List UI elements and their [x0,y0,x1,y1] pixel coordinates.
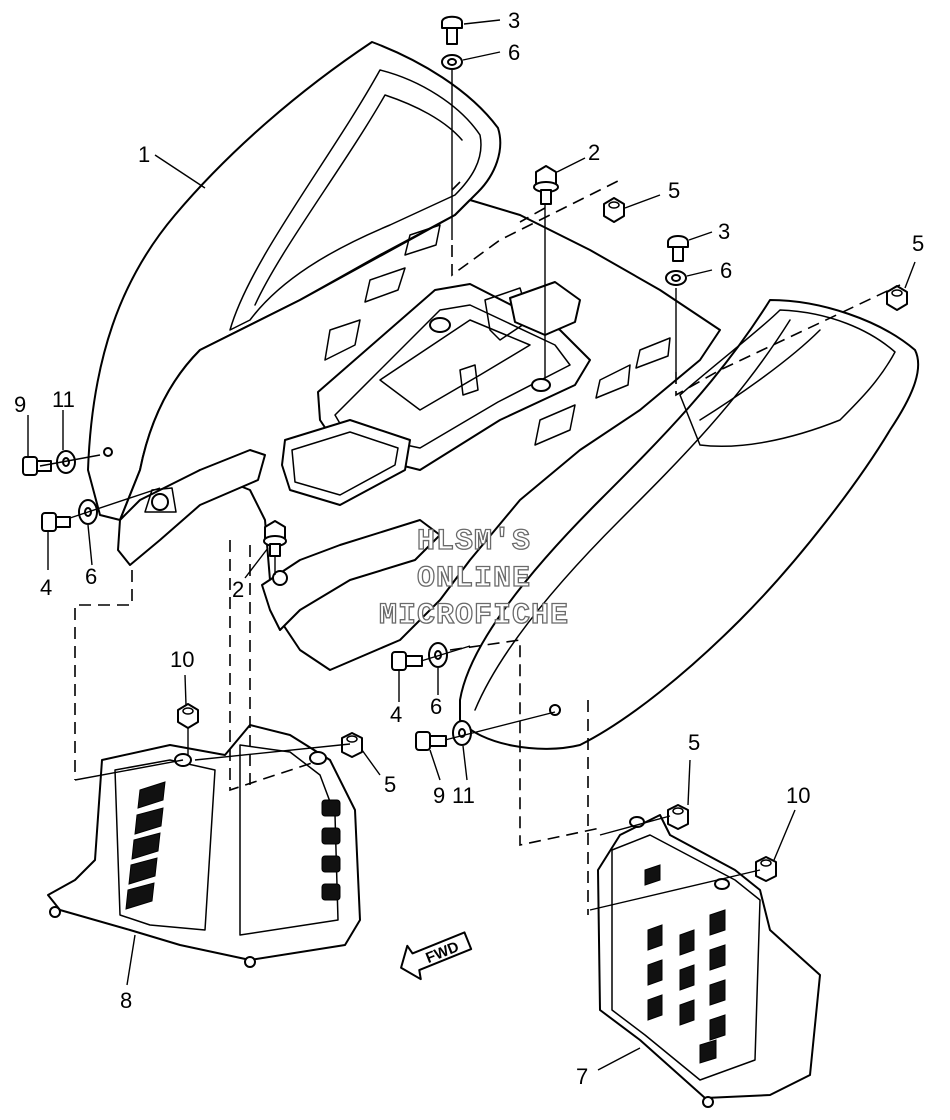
callout-washer-center: 6 [430,694,442,719]
leader-lines [27,19,916,1071]
callout-bolt-lower-left: 2 [232,577,244,602]
callout-screw-top-left: 3 [508,8,520,33]
callout-nut-left-flap: 5 [384,772,396,797]
callout-screw-center: 4 [390,702,402,727]
nut-top-right-icon [886,285,908,311]
callout-grommet-right: 10 [786,783,810,808]
nut-right-flap-icon [667,804,689,830]
callout-washer-left: 6 [85,564,97,589]
callout-washer-top-right: 6 [720,258,732,283]
screw-left-icon [41,512,71,532]
washer-center-low-icon [452,720,472,746]
nut-left-flap-icon [341,732,363,758]
callout-nut-right-flap: 5 [688,730,700,755]
left-mud-flap[interactable] [47,724,361,968]
assembly-lines [39,70,761,911]
watermark-line-2: ONLINE [417,562,531,596]
washer-far-left-icon [56,450,76,474]
callout-nut-top-right: 5 [912,231,924,256]
callout-washer-top-left: 6 [508,40,520,65]
callout-washer-center-low: 11 [452,783,475,808]
callout-screw-far-left: 9 [14,392,26,417]
watermark-line-3: MICROFICHE [379,599,569,633]
fwd-label: FWD [423,938,461,967]
rear-fender[interactable] [87,41,920,750]
callout-bolt-top-center: 2 [588,140,600,165]
screw-top-right-icon [667,235,689,262]
screw-far-left-icon [22,456,52,476]
fwd-arrow-icon: FWD [400,931,473,981]
grommet-left-icon [177,703,199,729]
callout-screw-left: 4 [40,575,52,600]
callout-screw-top-right: 3 [718,219,730,244]
right-mud-flap[interactable] [597,814,821,1108]
washer-top-left-icon [441,54,463,70]
callout-grommet-left: 10 [170,647,194,672]
callout-screw-center-low: 9 [433,783,445,808]
washer-top-right-icon [665,270,687,286]
dashed-guides [74,179,901,915]
callout-right-flap: 7 [576,1064,588,1089]
nut-top-center-icon [603,197,625,223]
callout-left-flap: 8 [120,988,132,1013]
bolt-lower-left-icon [263,520,287,557]
watermark-line-1: HLSM'S [417,525,531,559]
bolt-top-center-icon [533,165,559,205]
screw-center-low-icon [415,731,447,751]
callout-fender: 1 [138,142,150,167]
screw-top-left-icon [441,15,463,45]
callout-washer-far-left: 11 [52,387,75,412]
washer-center-icon [428,642,448,668]
callout-nut-top-center: 5 [668,178,680,203]
screw-center-icon [391,651,423,671]
grommet-right-icon [755,856,777,882]
